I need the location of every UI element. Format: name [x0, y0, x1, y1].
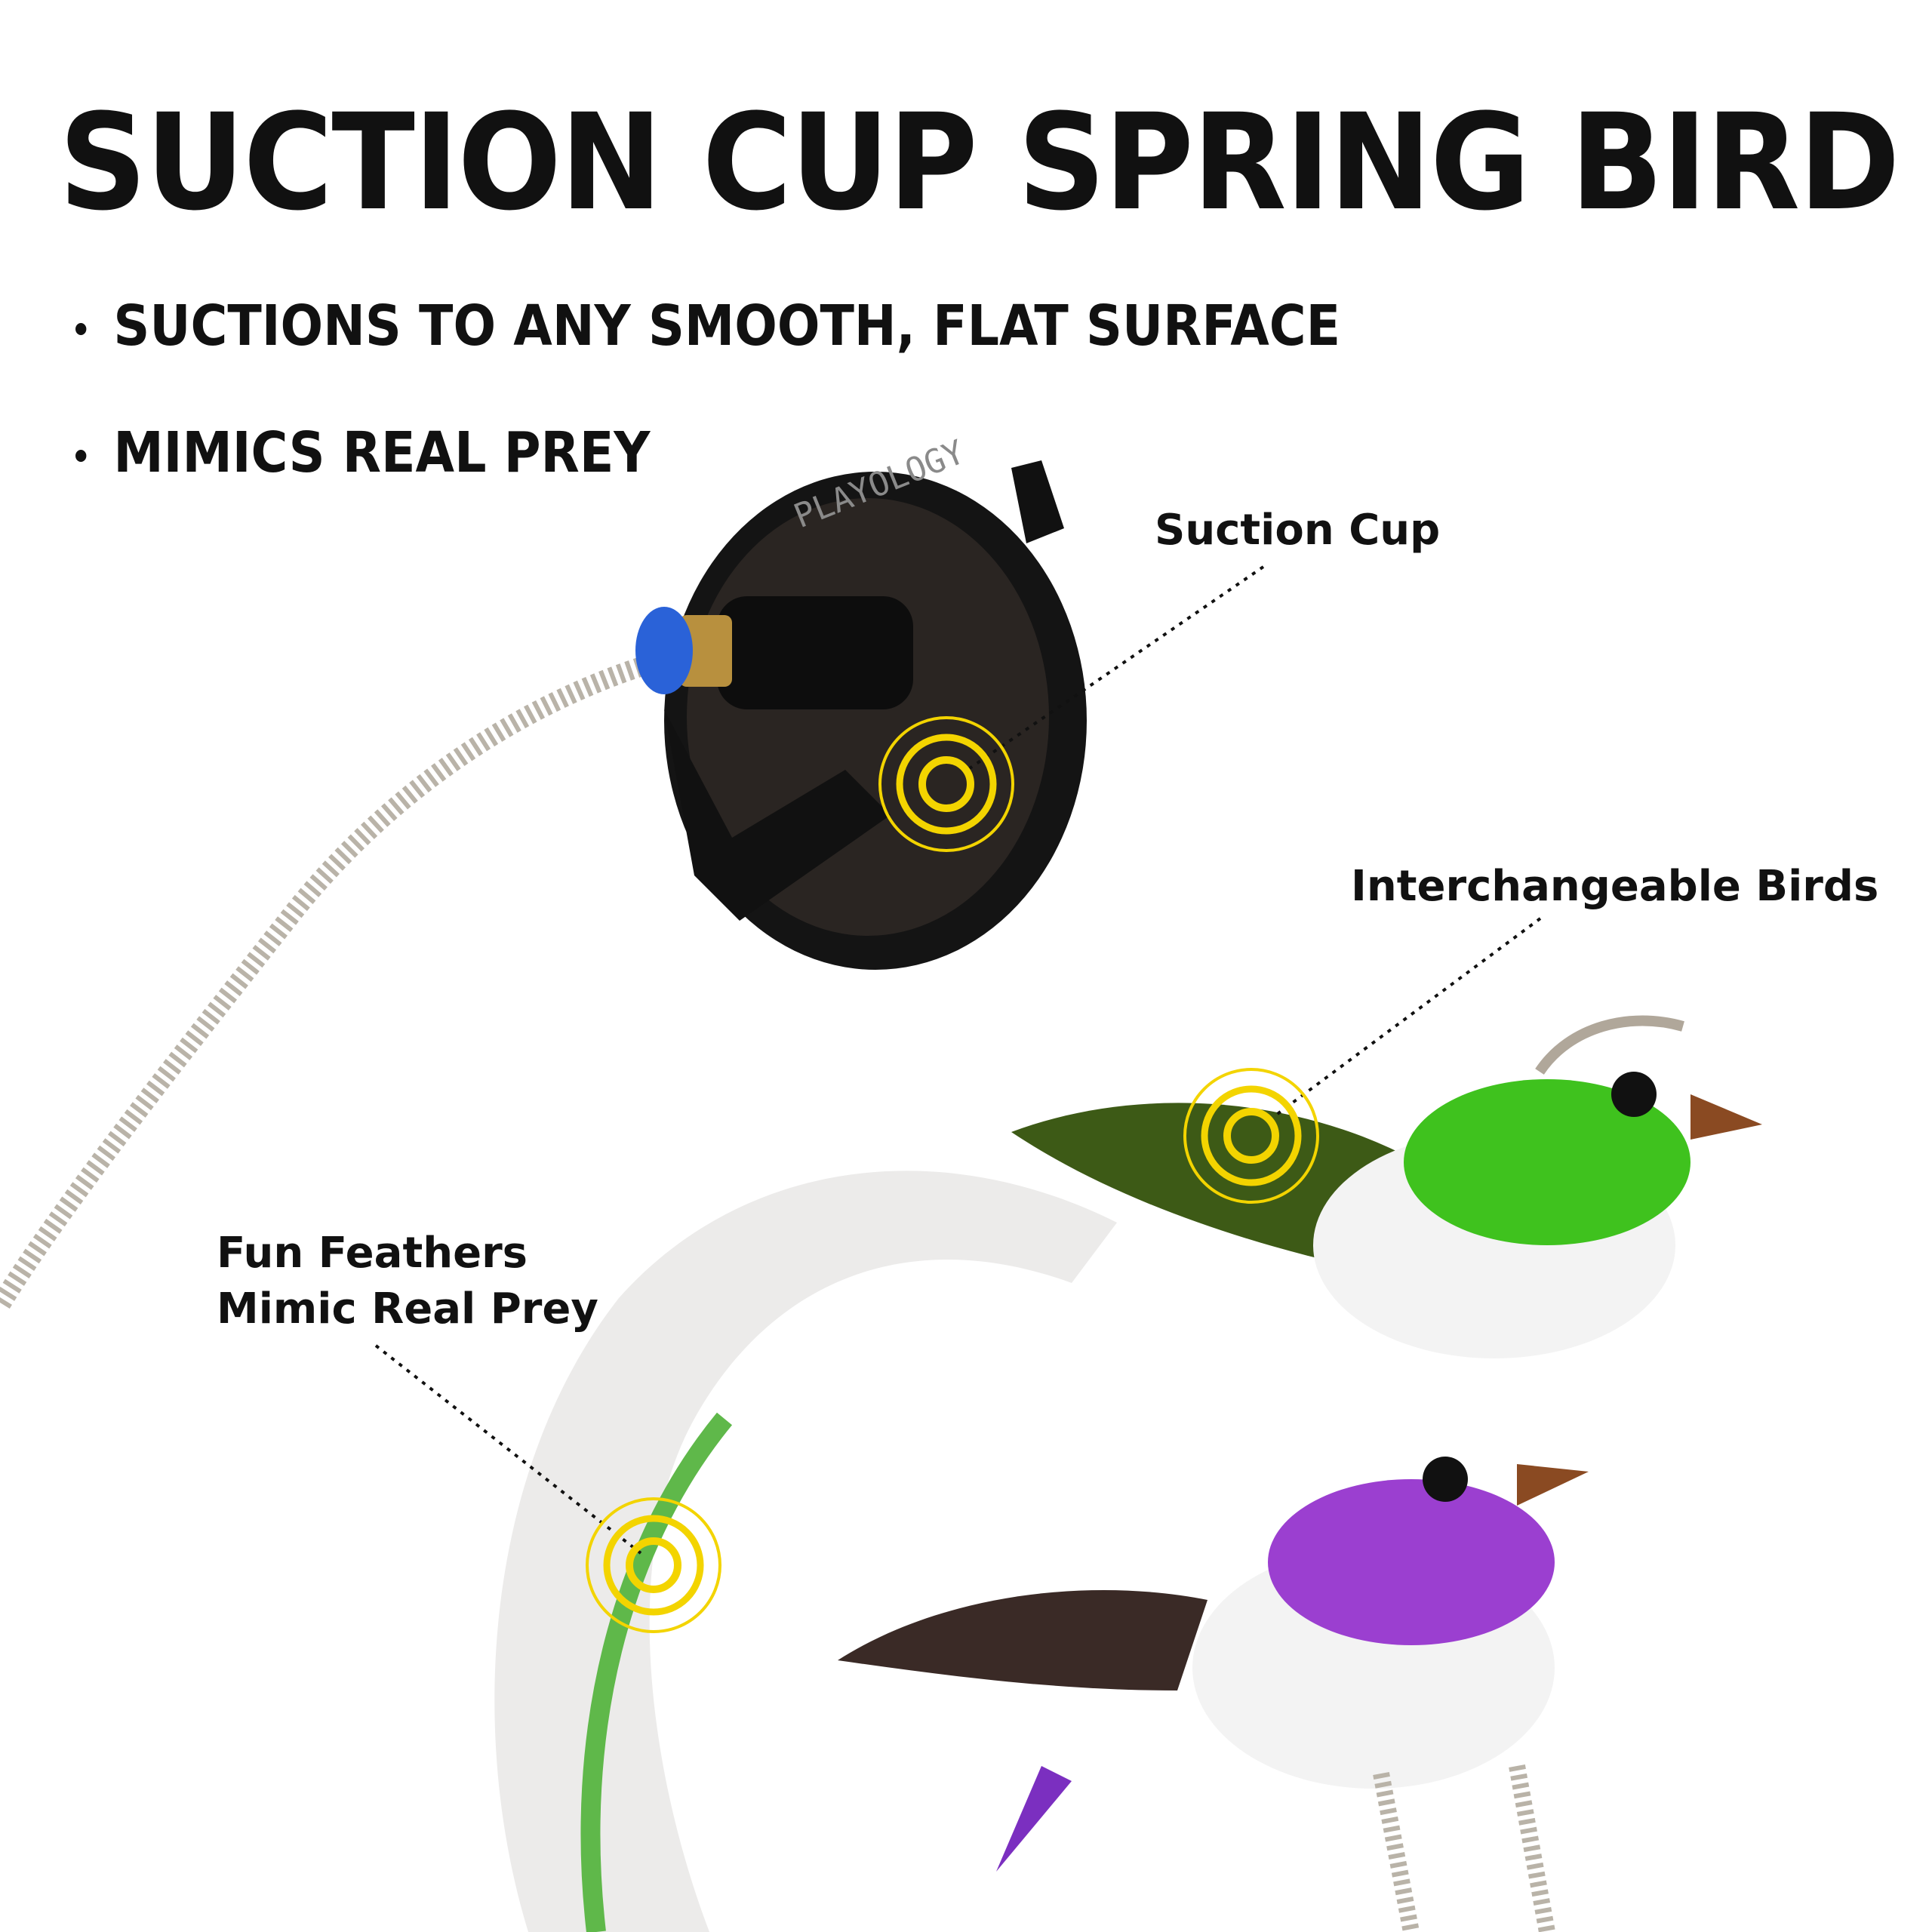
suction-cup-target-icon	[878, 716, 1014, 852]
spring-wire	[0, 654, 652, 1311]
feathers-label-line2: Mimic Real Prey	[217, 1284, 598, 1334]
page-title: SUCTION CUP SPRING BIRD	[59, 85, 1900, 240]
birds-label: Interchangeable Birds	[1351, 862, 1879, 911]
feature-text: MIMICS REAL PREY	[113, 420, 651, 485]
feathers-target-icon	[586, 1497, 721, 1633]
green-bird-image	[1011, 1015, 1762, 1358]
bullet-dot-icon	[75, 450, 87, 463]
feathers-leader-line	[374, 1344, 642, 1555]
suction-cup-image: PLAYOLOGY	[635, 433, 1087, 970]
feature-text: SUCTIONS TO ANY SMOOTH, FLAT SURFACE	[113, 294, 1341, 358]
birds-target-icon	[1183, 1068, 1319, 1204]
suction-cup-leader-line	[966, 565, 1265, 771]
white-feather-image	[494, 1171, 1117, 1932]
feathers-label-line1: Fun Feathers	[217, 1229, 528, 1278]
feathers-label: Fun Feathers Mimic Real Prey	[217, 1226, 598, 1337]
suction-cup-label: Suction Cup	[1155, 506, 1441, 555]
purple-bird-image	[838, 1457, 1589, 1932]
bullet-dot-icon	[75, 323, 87, 336]
feature-bullet: SUCTIONS TO ANY SMOOTH, FLAT SURFACE	[75, 298, 1340, 354]
feature-bullet: MIMICS REAL PREY	[75, 425, 651, 481]
birds-leader-line	[1274, 917, 1542, 1117]
